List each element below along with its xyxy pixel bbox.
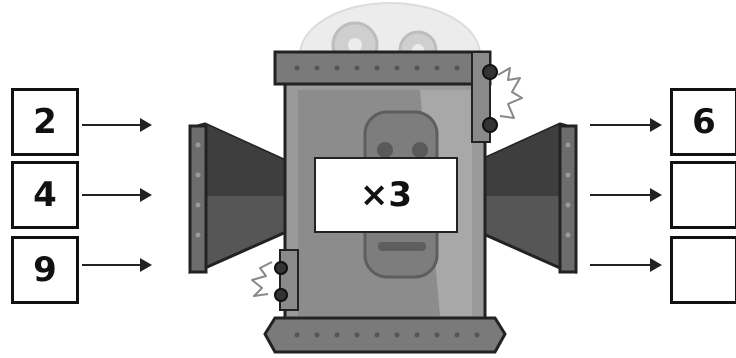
output-arrow-3 bbox=[590, 258, 662, 272]
operation-label: ×3 bbox=[314, 157, 458, 233]
input-box-1: 2 bbox=[11, 88, 79, 156]
input-arrow-2 bbox=[82, 188, 152, 202]
output-box-1: 6 bbox=[670, 88, 736, 156]
input-box-3: 9 bbox=[11, 236, 79, 304]
input-arrow-1 bbox=[82, 118, 152, 132]
input-box-2: 4 bbox=[11, 161, 79, 229]
machine-top-cap bbox=[275, 52, 490, 84]
output-box-2 bbox=[670, 161, 736, 229]
machine-base bbox=[265, 318, 505, 352]
output-arrow-2 bbox=[590, 188, 662, 202]
right-side-panel bbox=[472, 52, 522, 142]
left-side-panel bbox=[252, 250, 298, 310]
output-box-3 bbox=[670, 236, 736, 304]
input-arrow-3 bbox=[82, 258, 152, 272]
output-arrow-1 bbox=[590, 118, 662, 132]
